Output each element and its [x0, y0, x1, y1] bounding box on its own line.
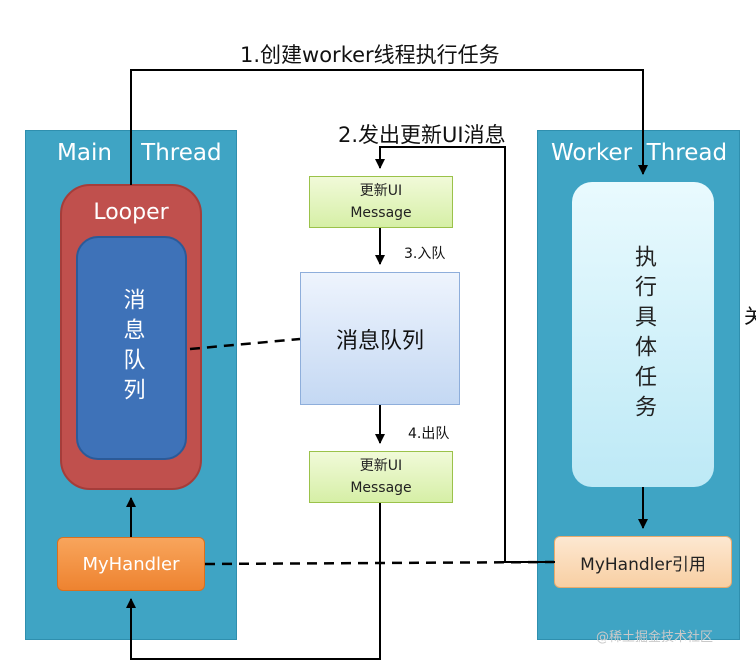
arrow-create-worker	[130, 69, 648, 185]
step-create-worker-label: 1.创建worker线程执行任务	[240, 43, 500, 67]
message-bottom: 更新UI Message	[309, 451, 453, 503]
message-top: 更新UI Message	[309, 176, 453, 228]
worker-thread-title: Worker Thread	[551, 140, 728, 166]
message-bottom-line2: Message	[350, 480, 412, 496]
worker-task-box: 执行具体任务	[572, 182, 714, 487]
main-thread-title: Main Thread	[57, 140, 222, 166]
step-dequeue-label: 4.出队	[408, 426, 450, 442]
looper-label: Looper	[93, 199, 169, 225]
looper-message-queue-label: 消息队列	[119, 288, 145, 408]
arrow-message-to-handler	[126, 503, 381, 660]
worker-task-label: 执行具体任务	[631, 244, 656, 425]
message-bottom-line1: 更新UI	[359, 458, 403, 474]
dashed-handler-link	[204, 560, 555, 566]
dashed-queue-link	[189, 337, 301, 351]
step-send-message-label: 2.发出更新UI消息	[338, 123, 506, 147]
my-handler: MyHandler	[57, 537, 205, 591]
edge-text: 关	[744, 304, 756, 328]
watermark: @稀土掘金技术社区	[596, 630, 714, 645]
my-handler-ref: MyHandler引用	[554, 536, 732, 588]
arrow-send-message	[375, 146, 555, 563]
message-top-line1: 更新UI	[359, 183, 403, 199]
message-top-line2: Message	[350, 205, 412, 221]
step-enqueue-label: 3.入队	[404, 246, 446, 262]
message-queue-box: 消息队列	[300, 272, 460, 405]
looper-message-queue: 消息队列	[76, 236, 187, 460]
